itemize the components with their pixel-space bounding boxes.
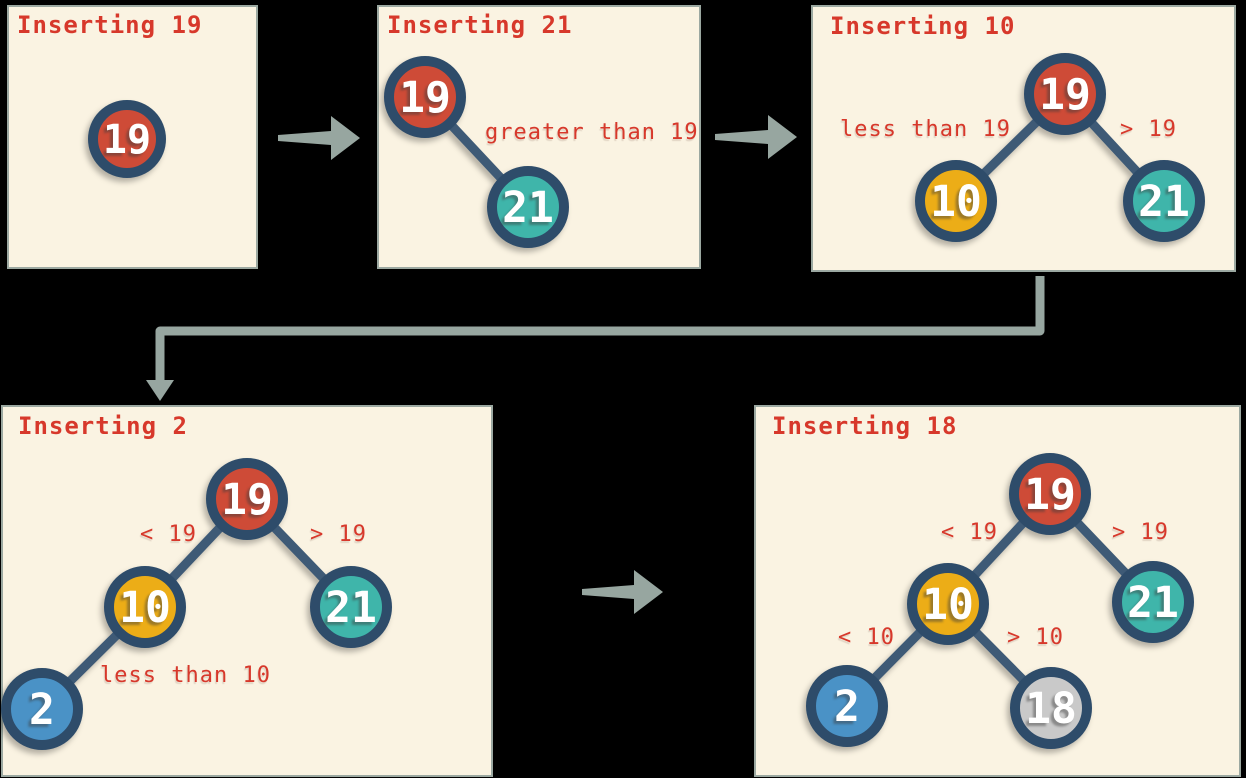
edge-label-less-than-19: less than 19 <box>840 117 1011 142</box>
edge-label-lt-19: < 19 <box>140 522 197 547</box>
node-value: 21 <box>502 183 554 233</box>
flow-arrow-panel2-to-panel3 <box>715 115 797 159</box>
node-value: 21 <box>1138 177 1190 227</box>
node-10: 10 <box>907 563 989 645</box>
node-value: 2 <box>29 685 55 735</box>
node-circle <box>915 160 997 242</box>
node-circle <box>1123 160 1205 242</box>
edge-label-gt-19: > 19 <box>310 522 367 547</box>
node-value: 19 <box>1039 70 1091 120</box>
node-circle <box>1010 667 1092 749</box>
node-21: 21 <box>310 566 392 648</box>
node-19: 19 <box>1009 453 1091 535</box>
tree: 19 10 21 2 <box>1 458 392 750</box>
panel-inserting-21: Inserting 21 19 21 greater than 19 <box>377 5 701 269</box>
node-circle <box>806 665 888 747</box>
node-circle <box>104 566 186 648</box>
node-circle <box>1009 453 1091 535</box>
tree: 19 10 21 2 18 <box>806 453 1194 749</box>
node-circle <box>1112 561 1194 643</box>
node-value: 18 <box>1025 684 1077 734</box>
node-19: 19 <box>1024 53 1106 135</box>
node-10: 10 <box>915 160 997 242</box>
node-10: 10 <box>104 566 186 648</box>
node-21: 21 <box>487 166 569 248</box>
flow-elbow-arrowhead-down-icon <box>146 380 174 401</box>
node-2: 2 <box>1 668 83 750</box>
edge-label-lt-10: < 10 <box>838 625 895 650</box>
edge-label-lt-19: < 19 <box>941 520 998 545</box>
flow-elbow-panel3-to-panel4 <box>155 276 1045 382</box>
node-circle <box>1 668 83 750</box>
node-circle <box>384 56 466 138</box>
node-19: 19 <box>88 100 166 178</box>
node-circle <box>310 566 392 648</box>
node-value: 10 <box>119 583 171 633</box>
panel-title: Inserting 10 <box>830 12 1015 40</box>
node-value: 19 <box>399 73 451 123</box>
edge-label-gt-10: > 10 <box>1007 625 1064 650</box>
edge-label-less-than-10: less than 10 <box>100 663 271 688</box>
node-value: 2 <box>834 682 860 732</box>
tree: 19 21 <box>384 56 569 248</box>
node-value: 10 <box>922 580 974 630</box>
node-2: 2 <box>806 665 888 747</box>
flow-arrow-panel1-to-panel2 <box>278 116 360 160</box>
flow-connectors <box>146 115 1045 614</box>
panel-title: Inserting 19 <box>17 11 202 39</box>
node-circle <box>907 563 989 645</box>
node-value: 21 <box>325 583 377 633</box>
node-circle <box>487 166 569 248</box>
flow-arrow-panel4-to-panel5 <box>582 570 663 614</box>
panel-inserting-18: Inserting 18 19 10 21 2 <box>754 405 1241 777</box>
node-circle <box>206 458 288 540</box>
panel-title: Inserting 21 <box>387 11 572 39</box>
panel-title: Inserting 2 <box>18 412 188 440</box>
node-18: 18 <box>1010 667 1092 749</box>
node-circle <box>88 100 166 178</box>
node-19: 19 <box>384 56 466 138</box>
node-value: 19 <box>1024 470 1076 520</box>
edge-label-greater-than-19: greater than 19 <box>485 120 699 145</box>
edge-label-gt-19: > 19 <box>1120 117 1177 142</box>
tree: 19 <box>88 100 166 178</box>
node-value: 21 <box>1127 578 1179 628</box>
node-19: 19 <box>206 458 288 540</box>
panel-inserting-19: Inserting 19 19 <box>7 5 258 269</box>
node-circle <box>1024 53 1106 135</box>
node-value: 10 <box>930 177 982 227</box>
panel-inserting-10: Inserting 10 19 10 21 less than 19 > 19 <box>811 5 1236 272</box>
panel-inserting-2: Inserting 2 19 10 21 2 < 19 > 19 <box>1 405 493 777</box>
node-21: 21 <box>1123 160 1205 242</box>
panel-title: Inserting 18 <box>772 412 957 440</box>
edge-label-gt-19: > 19 <box>1112 520 1169 545</box>
tree: 19 10 21 <box>915 53 1205 242</box>
node-value: 19 <box>221 475 273 525</box>
node-value: 19 <box>103 117 151 163</box>
node-21: 21 <box>1112 561 1194 643</box>
